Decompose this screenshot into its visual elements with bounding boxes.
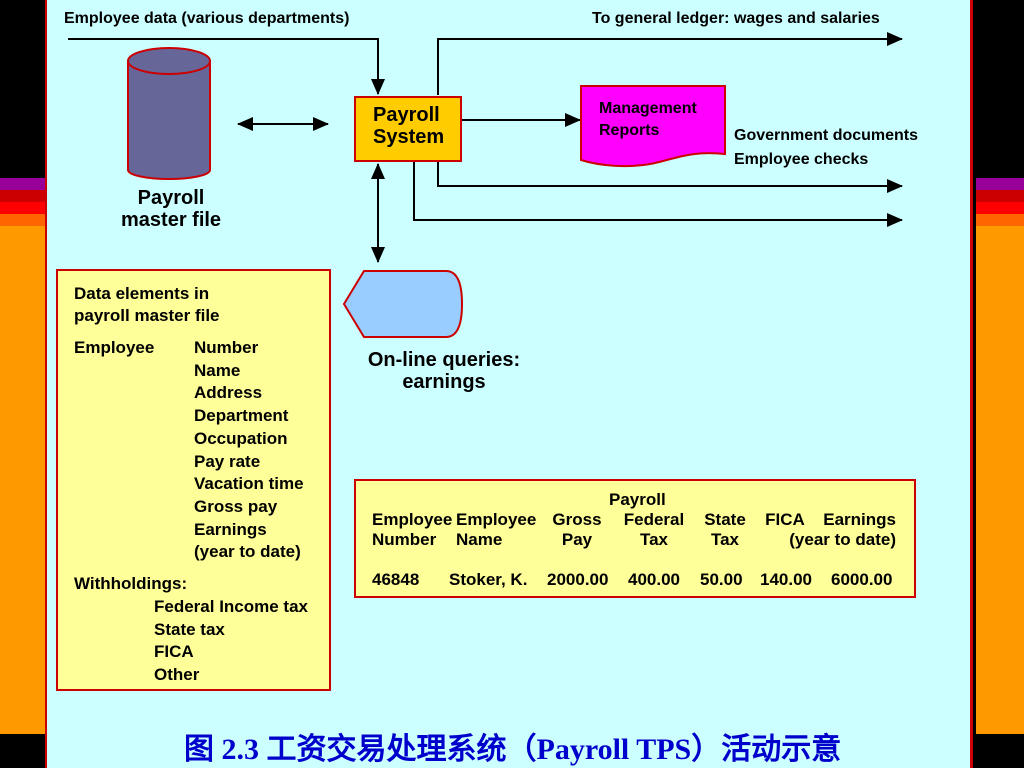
government-docs-arrow (437, 162, 903, 193)
employee-field: Name (194, 360, 241, 380)
data-elements-title-1: Data elements in (74, 284, 210, 303)
payroll-table-title: Payroll (609, 490, 666, 509)
employee-field: Earnings (194, 519, 267, 539)
employee-field: Department (194, 406, 289, 426)
employee-data-label: Employee data (various departments) (64, 10, 350, 27)
data-elements-box: Data elements in payroll master file Emp… (56, 269, 331, 691)
employee-field: (year to date) (194, 542, 301, 562)
payroll-table-header: Name (456, 530, 503, 549)
payroll-table-cell: 2000.00 (547, 570, 609, 589)
left-side-decoration (0, 0, 45, 768)
payroll-table-header: Employee (456, 510, 537, 529)
data-elements-title-2: payroll master file (74, 306, 220, 325)
payroll-table-header: Tax (639, 530, 669, 549)
payroll-system-box: Payroll System (354, 96, 462, 162)
employee-checks-label: Employee checks (734, 151, 869, 168)
payroll-table-header: Earnings (823, 510, 896, 529)
withholding-field: Federal Income tax (154, 597, 309, 616)
payroll-table-header: (year to date) (789, 530, 896, 549)
payroll-table-cell: 50.00 (700, 570, 743, 589)
withholding-field: State tax (154, 619, 225, 639)
employee-field: Number (194, 338, 259, 357)
withholding-field: Other (154, 665, 200, 685)
payroll-table-header: Employee (372, 510, 453, 529)
payroll-table-cell: Stoker, K. (449, 570, 528, 589)
employee-field: Address (194, 383, 263, 403)
employee-field: Gross pay (194, 496, 278, 516)
employee-data-arrow (68, 38, 385, 95)
online-query-display (342, 270, 464, 338)
general-ledger-arrow (437, 32, 903, 95)
management-reports-label: Management Reports (599, 100, 697, 139)
master-file-cylinder (127, 47, 211, 180)
employee-label: Employee (74, 338, 155, 357)
employee-field: Pay rate (194, 451, 261, 471)
payroll-table-cell: 400.00 (628, 570, 680, 589)
online-queries-label: On-line queries: earnings (367, 349, 521, 393)
withholding-field: FICA (154, 642, 194, 662)
management-reports-document (580, 85, 726, 168)
payroll-table-cell: 6000.00 (831, 570, 893, 589)
payroll-table-cell: 140.00 (760, 570, 812, 589)
master-file-label: Payroll master file (121, 187, 222, 231)
employee-field: Vacation time (194, 474, 304, 494)
payroll-table-header: Gross (552, 510, 602, 529)
payroll-system-title: Payroll System (373, 104, 445, 148)
payroll-table-header: Pay (561, 530, 593, 549)
government-documents-label: Government documents (734, 127, 919, 144)
payroll-table-header: State (704, 510, 746, 529)
employee-field: Occupation (194, 428, 288, 448)
payroll-table-header: Number (372, 530, 437, 549)
general-ledger-label: To general ledger: wages and salaries (592, 10, 880, 27)
payroll-table-header: FICA (765, 510, 805, 529)
employee-checks-arrow (413, 162, 903, 227)
figure-caption: 图 2.3 工资交易处理系统（Payroll TPS）活动示意 (184, 733, 842, 766)
right-side-decoration (976, 0, 1024, 768)
payroll-table-header: Federal (623, 510, 685, 529)
payroll-table-cell: 46848 (372, 570, 420, 589)
payroll-table-header: Tax (710, 530, 740, 549)
withholdings-label: Withholdings: (74, 574, 188, 593)
